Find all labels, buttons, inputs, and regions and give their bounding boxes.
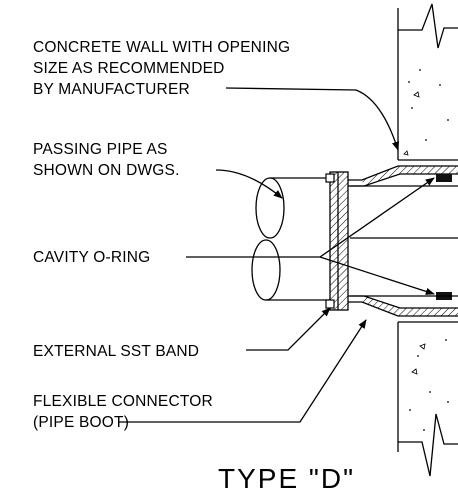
leader-lines bbox=[118, 87, 435, 423]
pipe-label-line-1: PASSING PIPE AS bbox=[33, 141, 168, 158]
pipe-label-line-2: SHOWN ON DWGS. bbox=[33, 162, 180, 179]
wall-label-line-2: SIZE AS RECOMMENDED bbox=[33, 60, 225, 77]
type-title: TYPE "D" bbox=[218, 463, 355, 494]
wall-label-line-3: BY MANUFACTURER bbox=[33, 81, 190, 98]
sst-band-label: EXTERNAL SST BAND bbox=[33, 343, 199, 360]
connector-label-line-1: FLEXIBLE CONNECTOR bbox=[33, 393, 213, 410]
concrete-wall bbox=[397, 3, 458, 477]
o-ring-label: CAVITY O-RING bbox=[33, 249, 150, 266]
concrete-stipple bbox=[403, 69, 449, 431]
passing-pipe bbox=[251, 177, 458, 301]
connector-label-line-2: (PIPE BOOT) bbox=[33, 414, 129, 431]
sst-band bbox=[325, 171, 349, 311]
o-ring-top bbox=[436, 174, 452, 182]
wall-label-line-1: CONCRETE WALL WITH OPENING bbox=[33, 39, 290, 56]
